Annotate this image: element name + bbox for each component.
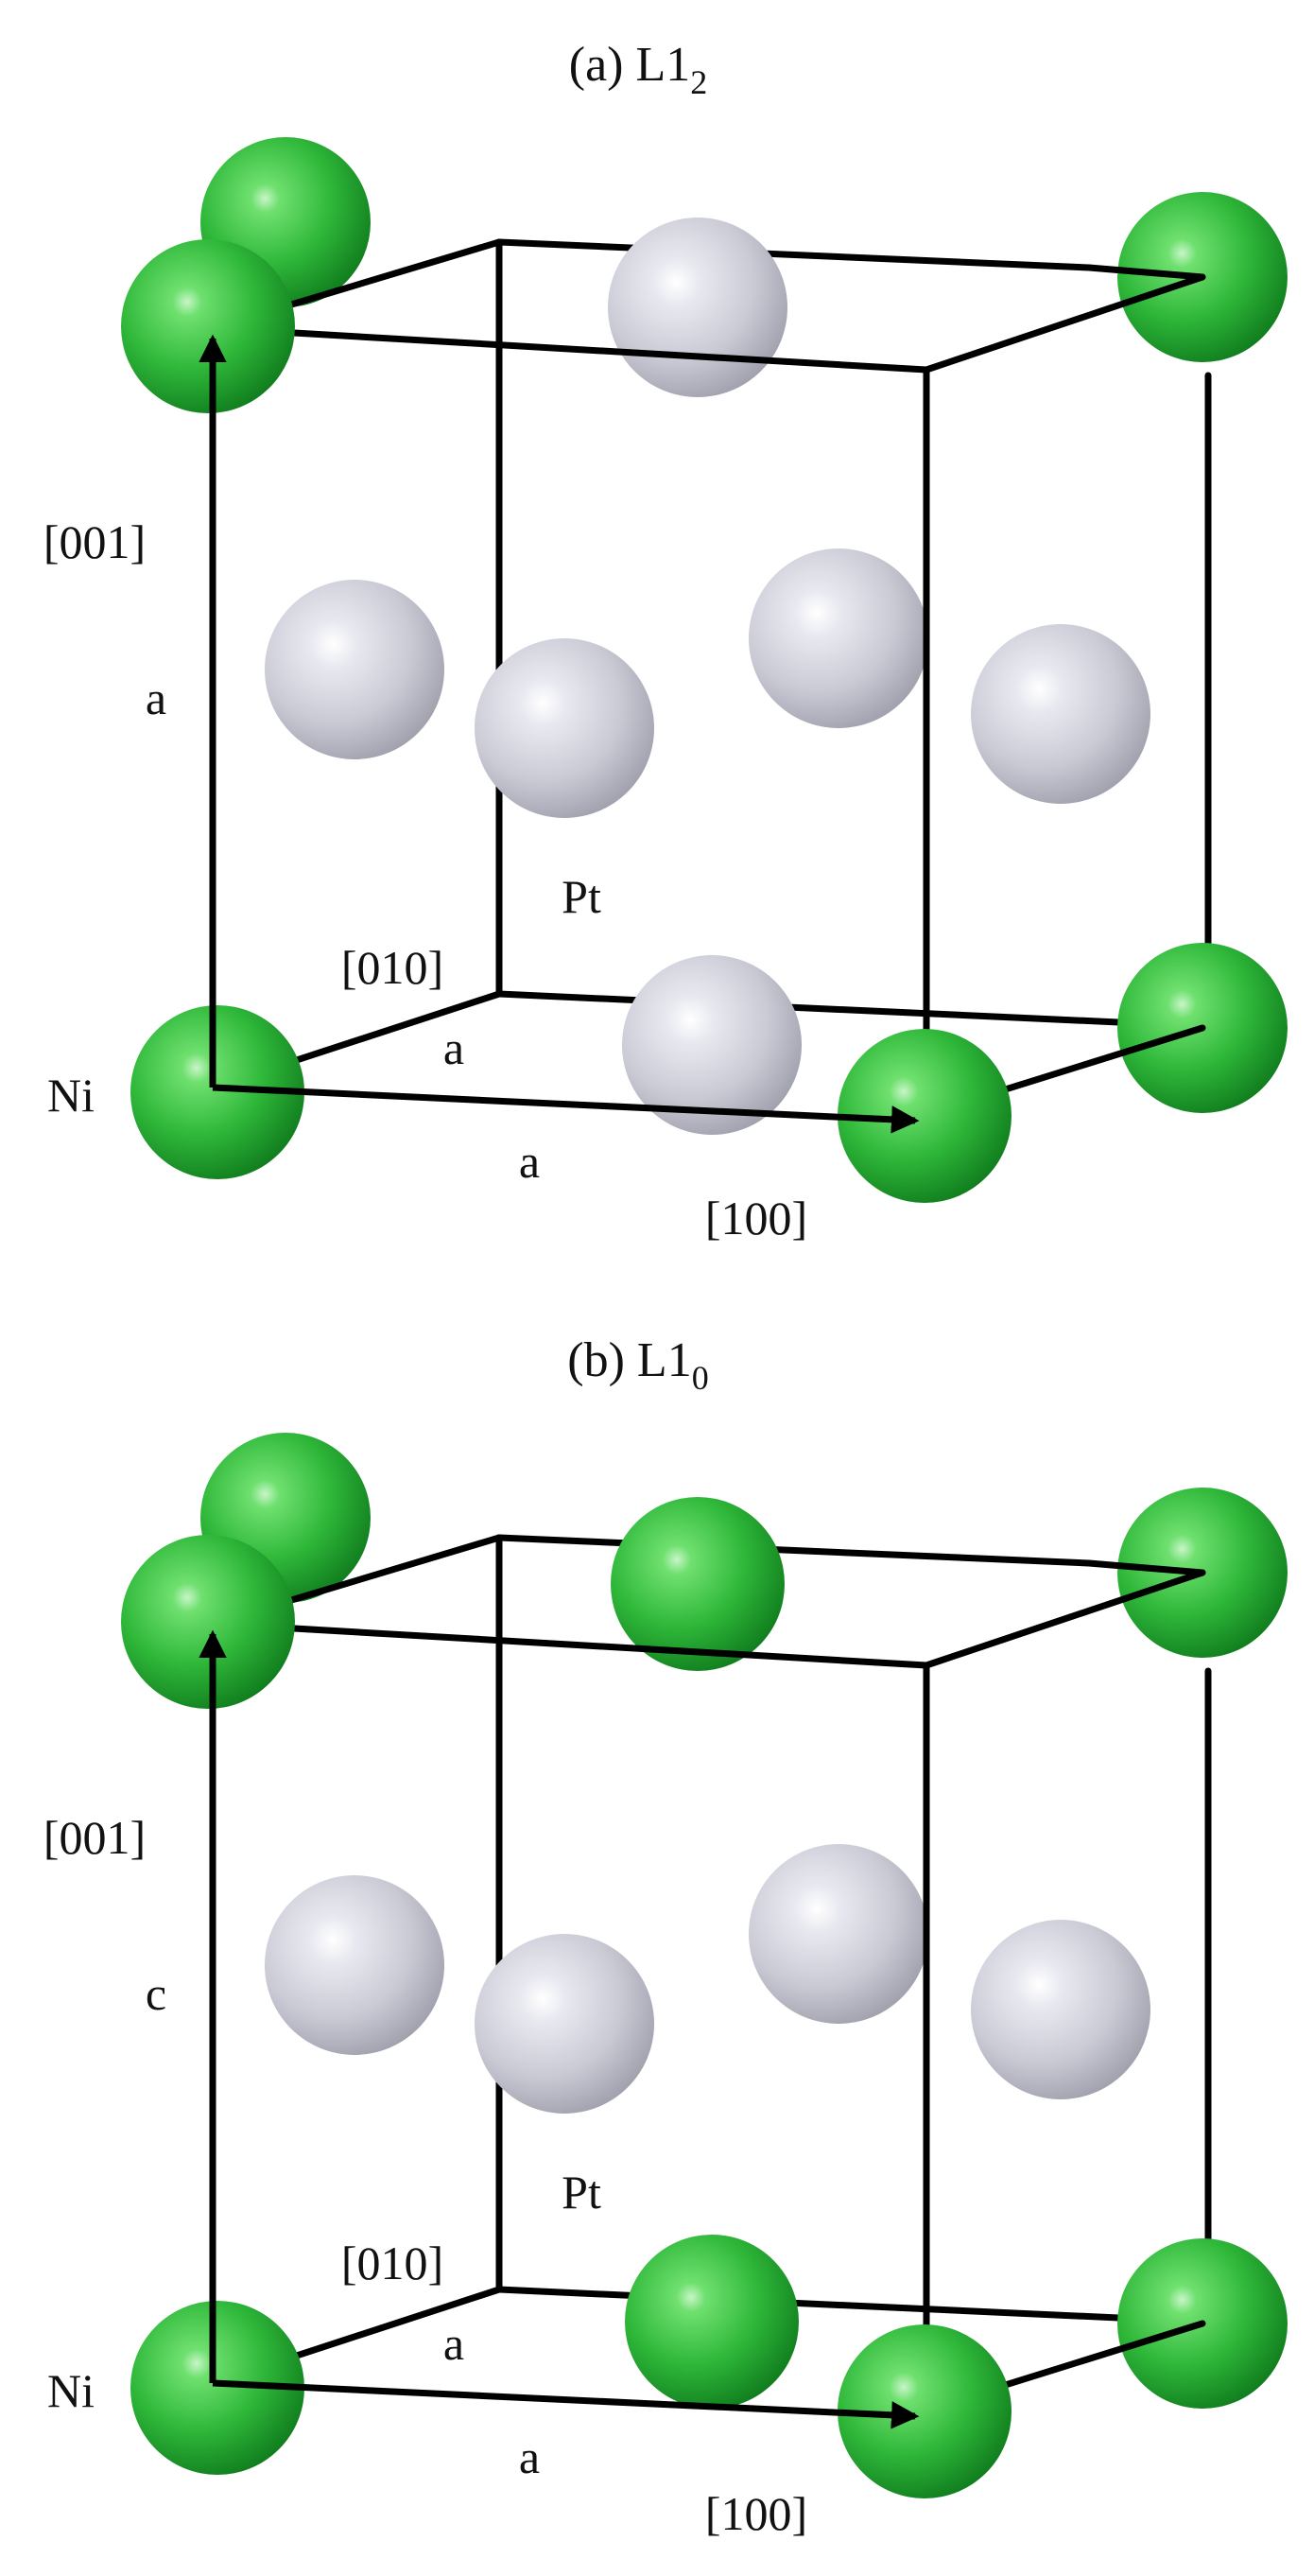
edge-label-horizontal: a [519,1135,540,1188]
direction-label-010: [010] [341,2237,443,2289]
front-atoms [121,1535,1011,2498]
axis-arrows [199,1629,920,2429]
pt-face-center-atom-left [265,580,444,759]
ni-face-center-atom-top [611,1497,785,1671]
panel-b-l10: (b) L10 [43,1333,1288,2540]
panel-labels: [001] c Pt [010] a Ni a [100] [43,1811,807,2540]
edge-label-vertical: c [146,1967,166,2020]
axis-arrow-100 [212,1084,920,1134]
direction-label-001: [001] [43,1811,146,1864]
pt-face-center-atom-bottom [622,955,802,1135]
pt-face-center-atom-back [749,548,928,728]
front-atoms [121,239,1011,1203]
axis-arrow-100 [212,2379,920,2429]
direction-label-001: [001] [43,515,146,568]
mid-atoms [265,1497,1288,2409]
direction-label-010: [010] [341,941,443,994]
pt-face-center-atom-front [475,638,654,818]
direction-label-100: [100] [705,1192,807,1244]
panel-a-l12: (a) L12 [43,38,1288,1244]
panel-labels: [001] a Pt [010] a Ni a [100] [43,515,807,1244]
axis-arrows [199,334,920,1134]
edge-label-depth: a [443,2317,464,2370]
ni-corner-atom-bottom-front-left [130,1005,304,1179]
pt-face-center-atom-top [608,218,787,397]
edge-label-horizontal: a [519,2430,540,2483]
atom-label-pt: Pt [562,2166,601,2219]
direction-label-100: [100] [705,2487,807,2540]
panel-title: (b) L10 [567,1333,708,1397]
front-frame [209,238,1206,1118]
ni-corner-atom-top-front-left [121,1535,295,1709]
atom-label-ni: Ni [47,2364,95,2417]
ni-corner-atom-bottom-front-right [838,2324,1011,2498]
edge-label-vertical: a [146,671,166,724]
pt-face-center-atom-left [265,1875,444,2055]
atom-label-pt: Pt [562,870,601,923]
cell-frame [495,1534,1212,2325]
pt-face-center-atom-front [475,1934,654,2114]
pt-face-center-atom-right [971,624,1150,804]
pt-face-center-atom-right [971,1920,1150,2099]
cell-frame [495,238,1212,1030]
ni-corner-atom-bottom-front-left [130,2301,304,2475]
mid-atoms [265,218,1288,1135]
panel-title: (a) L12 [569,38,707,101]
ni-corner-atom-bottom-front-right [838,1029,1011,1203]
pt-face-center-atom-back [749,1844,928,2024]
edge-label-depth: a [443,1021,464,1074]
ni-corner-atom-top-front-left [121,239,295,413]
atom-label-ni: Ni [47,1069,95,1122]
ni-face-center-atom-bottom [625,2235,799,2409]
